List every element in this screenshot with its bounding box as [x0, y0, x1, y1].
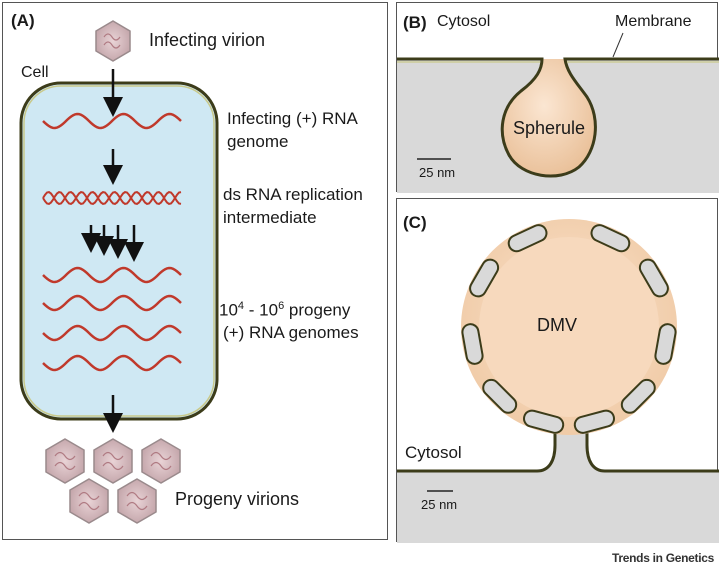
panel-b-label: (B) — [403, 13, 427, 32]
progeny-virion-icon — [69, 478, 109, 524]
progeny-virions-group — [45, 438, 181, 524]
panel-c-drawing — [397, 219, 719, 543]
panel-c-label: (C) — [403, 213, 427, 232]
panel-b: (B) Cytosol Membrane Spherule 25 nm — [396, 2, 719, 193]
progeny-count-label: 104 - 106 progeny — [219, 300, 351, 320]
scale-label-b: 25 nm — [419, 165, 456, 180]
dmv-lumen — [573, 409, 615, 434]
dmv-inner — [479, 237, 659, 417]
dmv-lumen — [469, 258, 500, 298]
spherule-label: Spherule — [513, 118, 586, 138]
progeny-virions-label: Progeny virions — [175, 489, 300, 509]
panel-a-label: (A) — [11, 11, 35, 30]
panel-a-drawing — [19, 20, 219, 524]
panel-a: (A) Infecting virion Cell Infecting (+) … — [2, 2, 388, 540]
infecting-virion-label: Infecting virion — [149, 30, 266, 50]
dmv-lumen — [523, 409, 565, 434]
progeny-virion-icon — [93, 438, 133, 484]
progeny-genomes-label: (+) RNA genomes — [223, 323, 359, 342]
infecting-genome-label: Infecting (+) RNA genome — [227, 109, 357, 151]
dmv-lumen — [590, 224, 631, 253]
progeny-virion-icon — [117, 478, 157, 524]
panel-b-drawing — [397, 32, 719, 193]
cytosol-label-c: Cytosol — [405, 443, 462, 462]
scale-label-c: 25 nm — [421, 497, 458, 512]
ds-rna-label: ds RNA replication intermediate — [223, 185, 363, 227]
dmv-lumen — [507, 224, 548, 253]
dmv-lumen — [654, 323, 677, 365]
ds-rna-strand — [42, 191, 182, 205]
progeny-rna-strand — [42, 354, 182, 372]
cell-label: Cell — [21, 64, 49, 81]
progeny-rna-strand — [42, 324, 182, 342]
membrane-line — [397, 57, 719, 178]
panel-c: (C) DMV Cytosol 25 nm — [396, 198, 719, 543]
dmv-peripheral-lumens — [461, 224, 677, 434]
dmv-lumen — [638, 258, 669, 298]
cytosol-region-c — [397, 405, 719, 543]
progeny-virion-icon — [141, 438, 181, 484]
dmv-label: DMV — [537, 315, 577, 335]
progeny-rna-strand — [42, 294, 182, 312]
ds-rna-strand — [42, 191, 182, 205]
rna-strands — [42, 112, 182, 372]
infecting-rna-strand — [42, 112, 182, 130]
progeny-virion-icon — [45, 438, 85, 484]
dmv-lumen — [461, 323, 484, 365]
progeny-rna-strand — [42, 266, 182, 284]
cytosol-label-b: Cytosol — [437, 13, 491, 30]
dmv-lumen — [620, 378, 656, 414]
footer-credit: Trends in Genetics — [612, 551, 714, 565]
membrane-label: Membrane — [615, 13, 692, 30]
infecting-virion-icon — [95, 20, 131, 62]
arrow-amplification — [81, 225, 144, 262]
